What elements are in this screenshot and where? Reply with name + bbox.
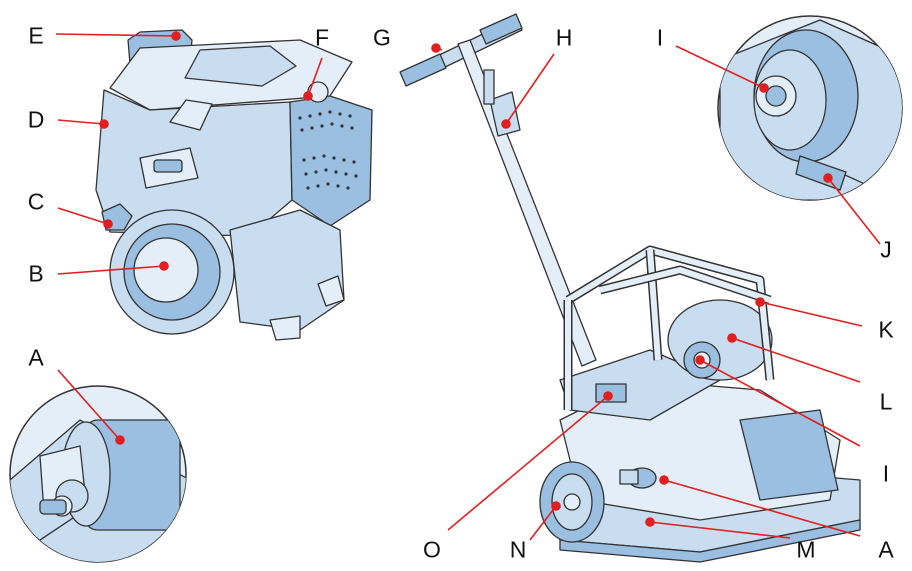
leader-i1-dot: [759, 83, 769, 93]
callout-b: B: [28, 260, 44, 287]
leader-b: [57, 265, 165, 275]
callout-i1: I: [656, 24, 664, 51]
leader-m: [649, 521, 791, 539]
leader-d: [57, 119, 105, 125]
leader-j: [827, 177, 881, 245]
leader-l: [731, 337, 861, 383]
leader-h: [505, 53, 555, 125]
leader-f-dot: [303, 91, 313, 101]
leader-i2: [699, 359, 861, 447]
leader-d-dot: [99, 119, 109, 129]
leader-i2-dot: [695, 355, 705, 365]
callout-j: J: [880, 236, 892, 263]
callout-e: E: [28, 22, 44, 49]
leader-a1: [57, 369, 121, 441]
leader-lines: [55, 31, 881, 541]
leader-g-dot: [431, 43, 441, 53]
detail-view-a: [9, 385, 187, 563]
leader-a2: [663, 479, 861, 537]
callout-i2: I: [882, 460, 890, 487]
callout-a2: A: [878, 536, 894, 563]
leader-m-dot: [645, 517, 655, 527]
leader-o-dot: [603, 391, 613, 401]
leader-k-dot: [755, 297, 765, 307]
leader-a1-dot: [115, 435, 125, 445]
callout-c: C: [27, 188, 45, 215]
compactor-illustration: [399, 13, 861, 563]
leader-f: [307, 57, 323, 97]
callout-l: L: [879, 388, 893, 415]
callout-n: N: [509, 536, 527, 563]
leader-n-dot: [551, 501, 561, 511]
leader-n: [529, 505, 557, 541]
callout-d: D: [27, 106, 45, 133]
leader-e-dot: [171, 31, 181, 41]
callout-o: O: [423, 536, 441, 563]
engine-illustration: [95, 29, 373, 341]
callout-g: G: [373, 24, 391, 51]
leader-b-dot: [159, 261, 169, 271]
leader-c: [57, 207, 109, 225]
leader-h-dot: [501, 119, 511, 129]
detail-view-i-j: [717, 15, 903, 201]
leader-o: [447, 395, 609, 531]
leader-i1: [675, 45, 765, 89]
leader-l-dot: [727, 333, 737, 343]
leader-e: [55, 33, 177, 37]
leader-c-dot: [103, 219, 113, 229]
callout-a1: A: [28, 344, 44, 371]
callout-m: M: [796, 536, 816, 563]
callout-f: F: [314, 24, 330, 51]
leader-k: [759, 301, 863, 327]
leader-j-dot: [823, 173, 833, 183]
callout-h: H: [555, 24, 573, 51]
leader-a2-dot: [659, 475, 669, 485]
callout-k: K: [878, 316, 894, 343]
